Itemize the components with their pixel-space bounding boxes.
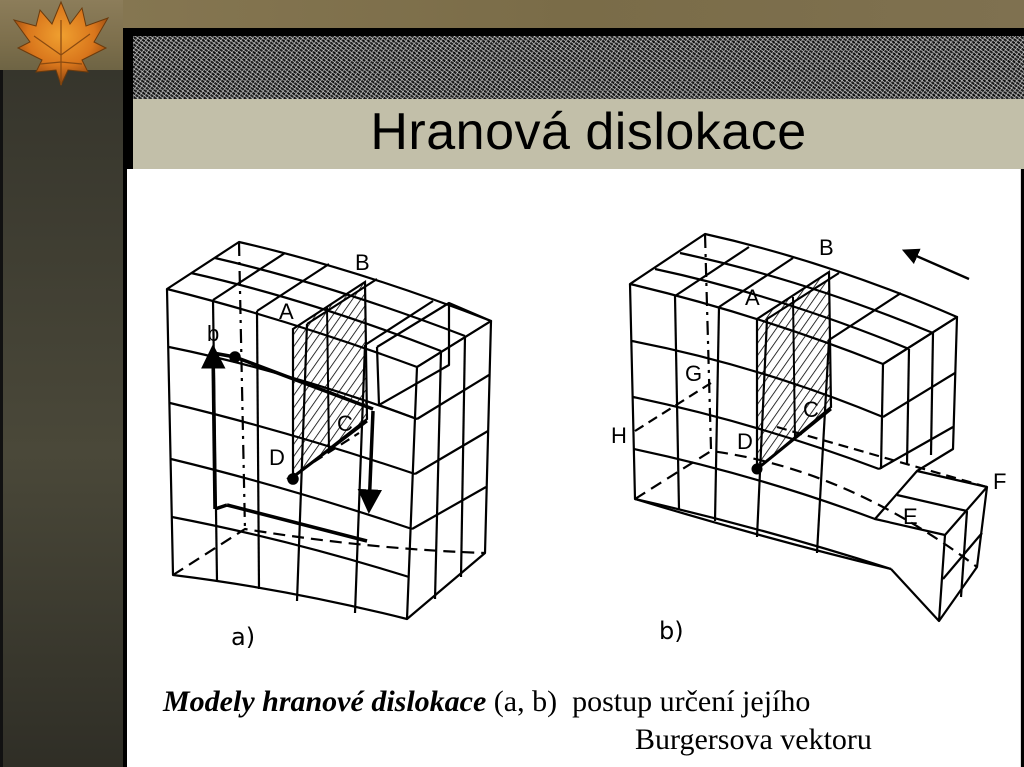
- maple-leaf-icon: [12, 0, 110, 87]
- point-label-H: H: [611, 423, 627, 448]
- slide-title: Hranová dislokace: [370, 103, 807, 161]
- panel-a-burgers-circuit: [200, 344, 383, 543]
- slip-direction-arrow: [901, 248, 970, 281]
- point-label-B: B: [355, 250, 370, 275]
- caption-emphasis: Modely hranové dislokace: [163, 685, 487, 718]
- panel-b-labels: B A C D G H E F b): [611, 235, 1006, 645]
- point-label-F: F: [993, 469, 1006, 494]
- point-label-A: A: [745, 285, 760, 310]
- panel-b-label: b): [659, 617, 684, 645]
- burgers-vector-label-b: b: [207, 321, 219, 346]
- panel-a-labels: B A C D b a): [207, 250, 370, 651]
- point-label-D: D: [269, 445, 285, 470]
- point-label-D: D: [737, 429, 753, 454]
- point-label-A: A: [279, 299, 294, 324]
- edge-dislocation-figure: B A C D b a): [165, 232, 1006, 651]
- point-label-G: G: [685, 361, 702, 386]
- panel-a-extra-half-plane: [291, 279, 369, 480]
- left-sidebar-column: [0, 70, 123, 767]
- point-label-E: E: [903, 504, 918, 529]
- figure-caption: Modely hranové dislokace (a, b) postup u…: [163, 685, 1013, 719]
- caption-line2: Burgersova vektoru: [635, 723, 872, 756]
- noise-texture-band: [133, 36, 1024, 99]
- panel-a-label: a): [231, 623, 255, 651]
- point-label-B: B: [819, 235, 834, 260]
- caption-line1-rest: postup určení jejího: [557, 685, 811, 718]
- point-label-C: C: [337, 411, 353, 436]
- top-texture-band: [123, 0, 1024, 28]
- title-band: Hranová dislokace: [133, 99, 1024, 169]
- caption-parens: (a, b): [486, 685, 558, 718]
- point-label-C: C: [803, 397, 819, 422]
- slide-content: B A C D b a): [127, 169, 1021, 767]
